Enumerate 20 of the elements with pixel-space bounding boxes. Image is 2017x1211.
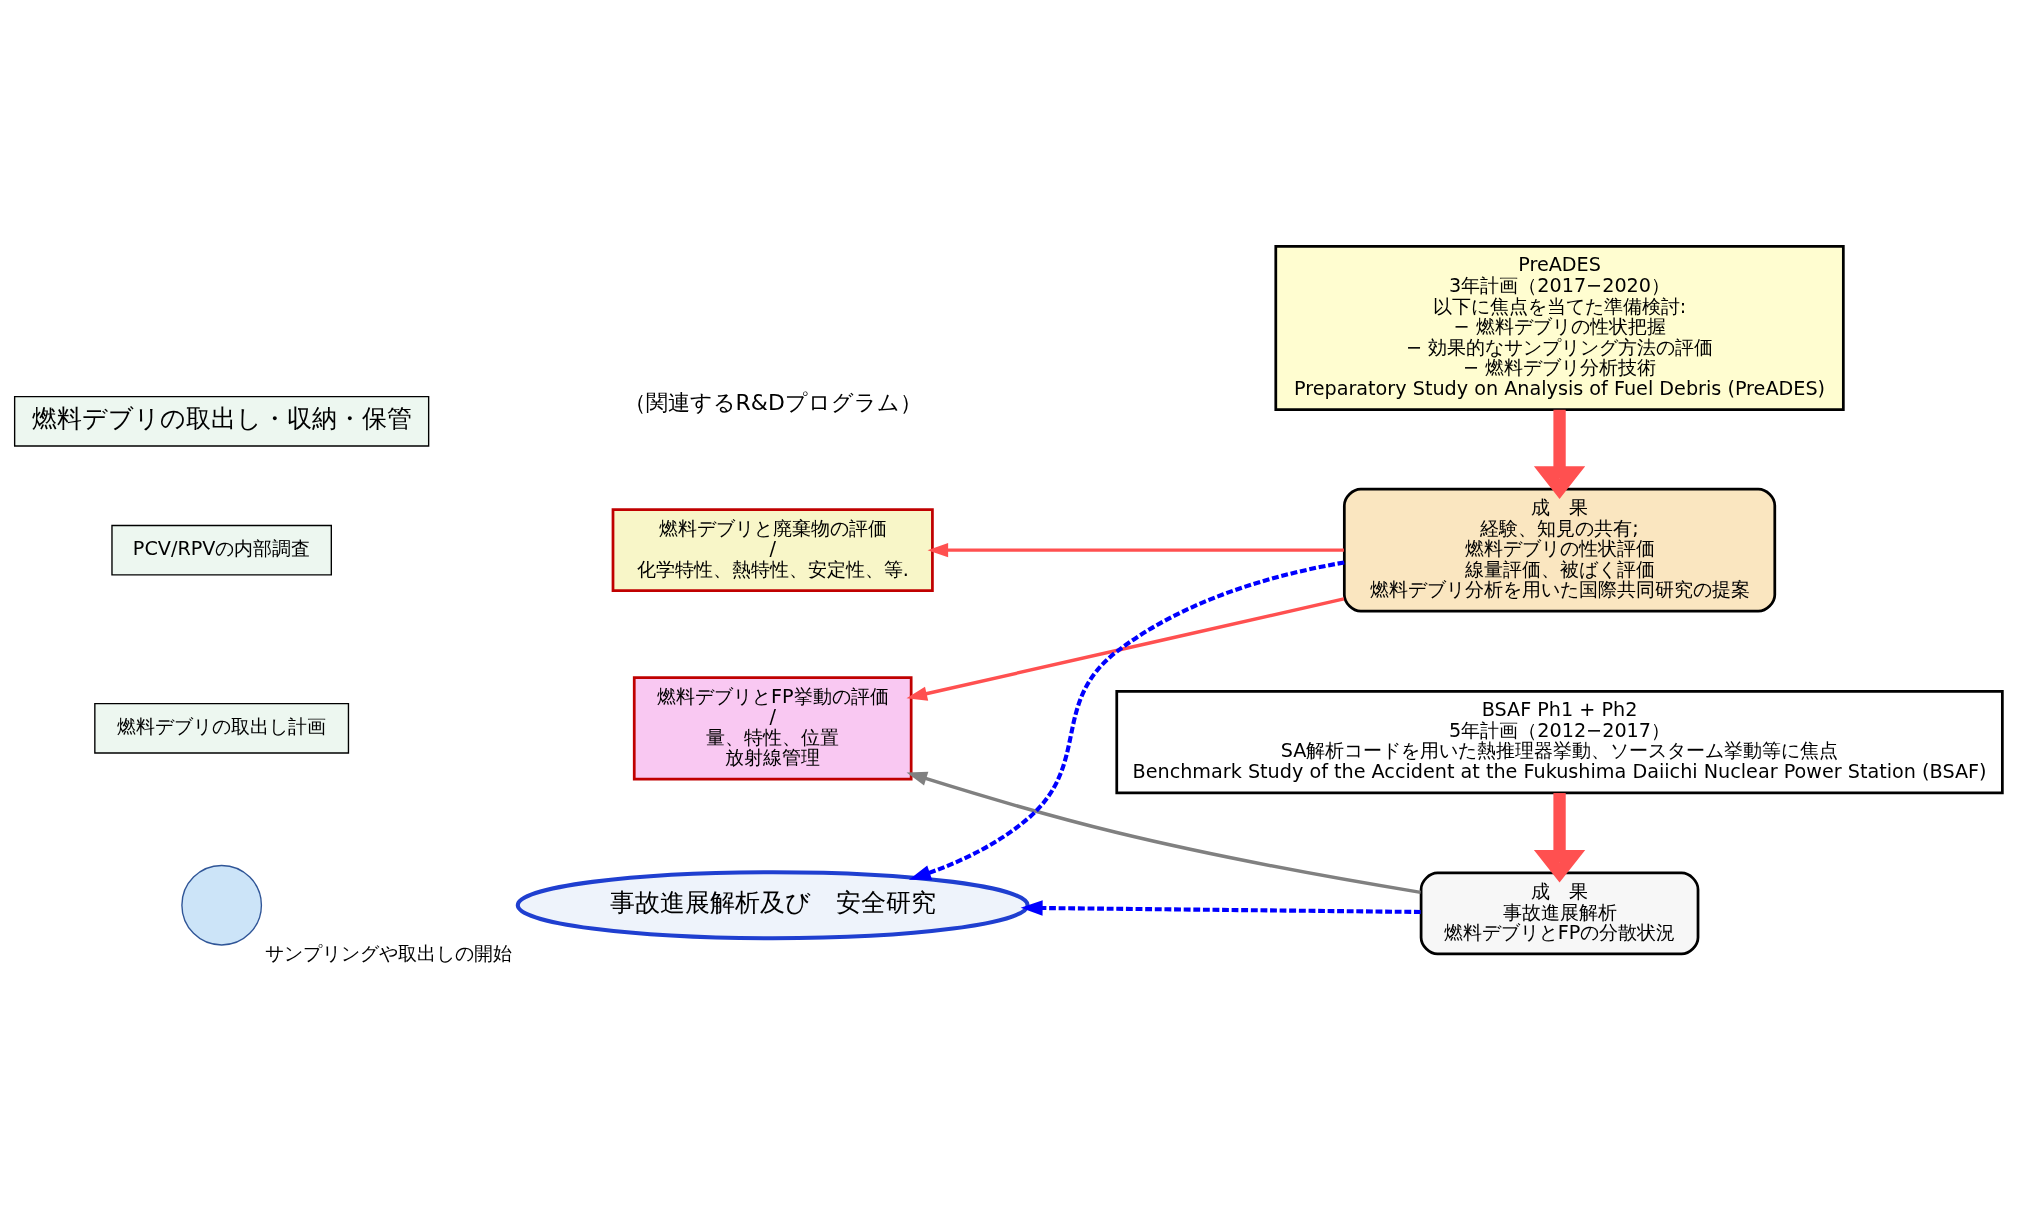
- arrow: [1533, 409, 1586, 499]
- node-label: サンプリングや取出しの開始: [265, 941, 513, 965]
- node-box: 燃料デブリとFP挙動の評価 / 量、特性、位置 放射線管理: [632, 675, 913, 780]
- node-box: PCV/RPVの内部調査: [111, 524, 332, 575]
- node-ellipse: 事故進展解析及び 安全研究: [515, 869, 1030, 940]
- node-box: BSAF Ph1 + Ph2 5年計画（2012−2017） SA解析コードを用いた熱推理器挙動、ソースターム挙動等に焦点 Benchmark Study of the Accident at the Fukushima Daiichi Nuclear Power Station (BSAF): [1115, 689, 2004, 794]
- node-box: 燃料デブリと廃棄物の評価 / 化学特性、熱特性、安定性、等.: [611, 507, 934, 592]
- node-box: 燃料デブリの取出し計画: [94, 702, 350, 754]
- arrow: [927, 542, 1344, 557]
- arrow: [906, 596, 1345, 701]
- node-box: PreADES 3年計画（2017−2020） 以下に焦点を当てた準備検討: − 燃料デブリの性状把握 − 効果的なサンプリング方法の評価 − 燃料デブリ分析技術 Preparatory Study on Analysis of Fuel Debris (PreADES): [1274, 244, 1845, 411]
- arrow: [1020, 899, 1421, 916]
- arrow: [906, 771, 1421, 894]
- node-box: 成 果 事故進展解析 燃料デブリとFPの分散状況: [1419, 871, 1700, 955]
- arrow: [1533, 792, 1586, 883]
- node-box: 燃料デブリの取出し・収納・保管: [13, 395, 430, 447]
- label: （関連するR&Dプログラム）: [623, 389, 922, 415]
- arrow: [908, 559, 1345, 880]
- node-box: 成 果 経験、知見の共有; 燃料デブリの性状評価 線量評価、被ばく評価 燃料デブリ分析を用いた国際共同研究の提案: [1342, 487, 1777, 612]
- node-circle: [181, 864, 263, 946]
